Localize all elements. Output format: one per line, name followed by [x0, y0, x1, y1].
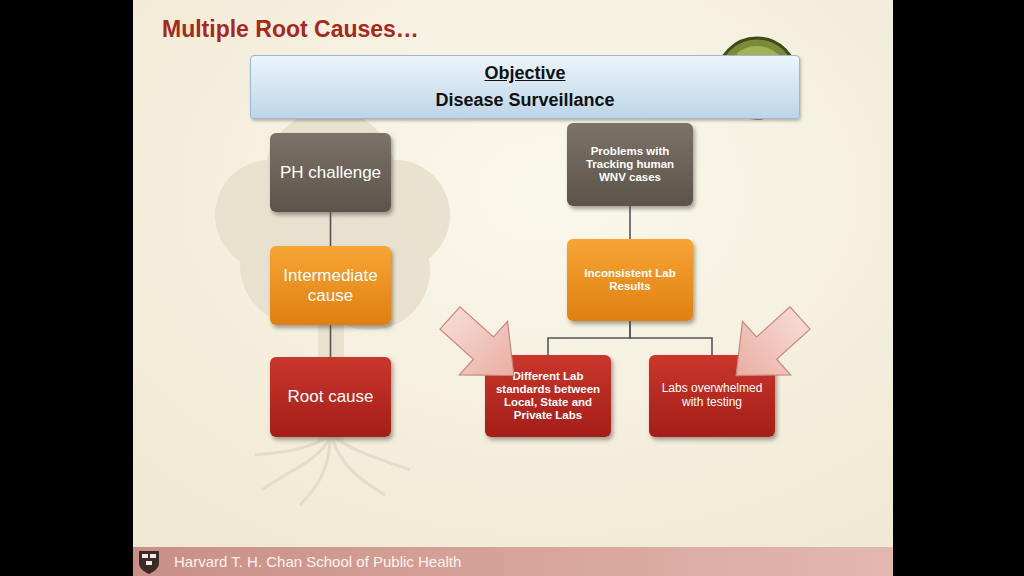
- box-text: Inconsistent Lab Results: [573, 267, 687, 293]
- harvard-shield: [139, 551, 159, 574]
- root-cause-box: Labs overwhelmed with testing: [649, 355, 775, 437]
- tree-silhouette: [215, 110, 450, 440]
- legend-box: Intermediate cause: [270, 246, 391, 325]
- footer-text: Harvard T. H. Chan School of Public Heal…: [174, 553, 461, 570]
- root-cause-box: Different Lab standards between Local, S…: [485, 355, 611, 437]
- box-text: Disease Surveillance: [435, 90, 614, 111]
- cause-box: Inconsistent Lab Results: [567, 239, 693, 321]
- legend-box: PH challenge: [270, 133, 391, 212]
- connector-line: [330, 325, 332, 357]
- connector-line: [548, 321, 630, 355]
- box-text: PH challenge: [280, 163, 381, 183]
- pointer-arrow: [426, 291, 538, 402]
- legend-box: Root cause: [270, 357, 391, 437]
- tree-roots: [255, 437, 410, 505]
- objective-band: ObjectiveDisease Surveillance: [250, 55, 800, 119]
- objective-heading: Objective: [484, 63, 565, 84]
- box-text: Labs overwhelmed with testing: [655, 382, 769, 410]
- box-text: Root cause: [288, 387, 374, 407]
- box-text: Different Lab standards between Local, S…: [491, 370, 605, 423]
- pointer-arrow: [712, 291, 824, 402]
- challenge-box: Problems with Tracking human WNV cases: [567, 123, 693, 206]
- box-text: Problems with Tracking human WNV cases: [573, 145, 687, 185]
- connector-line: [629, 206, 631, 239]
- footer-band: [133, 547, 893, 576]
- slide-area: [133, 0, 893, 547]
- connector-line: [330, 212, 332, 246]
- box-text: Intermediate cause: [276, 266, 385, 305]
- slide-title: Multiple Root Causes…: [162, 16, 419, 43]
- connector-line: [630, 321, 712, 355]
